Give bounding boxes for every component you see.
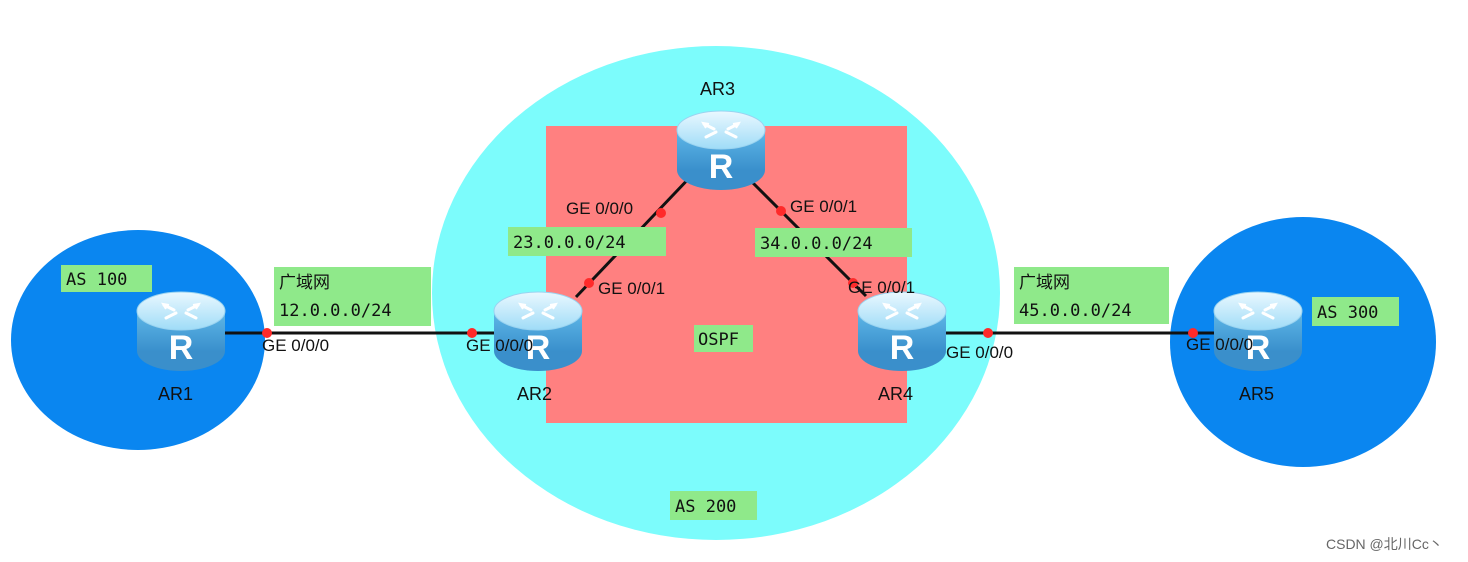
router-ar4-label: AR4 xyxy=(878,384,913,404)
ar1-interface-label: GE 0/0/0 xyxy=(262,336,329,355)
as200-label: AS 200 xyxy=(675,497,736,517)
as300-area xyxy=(1170,217,1436,467)
ar3-ge001-interface-label: GE 0/0/1 xyxy=(790,197,857,216)
ar4-ar5-wan-label: 广域网 xyxy=(1019,273,1070,293)
ar1-ar2-subnet-label: 12.0.0.0/24 xyxy=(279,301,392,321)
port-dot xyxy=(1188,328,1198,338)
port-dot xyxy=(584,278,594,288)
csdn-watermark: CSDN @北川Cc丶 xyxy=(1326,536,1443,552)
as100-label: AS 100 xyxy=(66,270,127,290)
port-dot xyxy=(656,208,666,218)
ar4-ge000-interface-label: GE 0/0/0 xyxy=(946,343,1013,362)
port-dot xyxy=(848,278,858,288)
as300-label: AS 300 xyxy=(1317,303,1378,323)
ar2-ge000-interface-label: GE 0/0/0 xyxy=(466,336,533,355)
port-dot xyxy=(983,328,993,338)
ar2-ar3-subnet-label: 23.0.0.0/24 xyxy=(513,233,626,253)
ar1-ar2-wan-label: 广域网 xyxy=(279,273,330,293)
router-ar5-icon[interactable] xyxy=(1213,291,1303,373)
router-ar1-label: AR1 xyxy=(158,384,193,404)
router-ar4-icon[interactable] xyxy=(857,291,947,373)
router-ar5-label: AR5 xyxy=(1239,384,1274,404)
port-dot xyxy=(776,206,786,216)
ar2-ge001-interface-label: GE 0/0/1 xyxy=(598,279,665,298)
router-ar1-icon[interactable] xyxy=(136,291,226,373)
router-ar2-icon[interactable] xyxy=(493,291,583,373)
ar4-ge001-interface-label: GE 0/0/1 xyxy=(848,278,915,297)
port-dot xyxy=(262,328,272,338)
ar3-ge000-interface-label: GE 0/0/0 xyxy=(566,199,633,218)
ar3-ar4-subnet-label: 34.0.0.0/24 xyxy=(760,234,873,254)
router-ar2-label: AR2 xyxy=(517,384,552,404)
ar4-ar5-subnet-label: 45.0.0.0/24 xyxy=(1019,301,1132,321)
router-ar3-icon[interactable] xyxy=(676,110,766,192)
ospf-label: OSPF xyxy=(698,330,739,350)
ar5-interface-label: GE 0/0/0 xyxy=(1186,335,1253,354)
router-ar3-label: AR3 xyxy=(700,79,735,99)
port-dot xyxy=(467,328,477,338)
